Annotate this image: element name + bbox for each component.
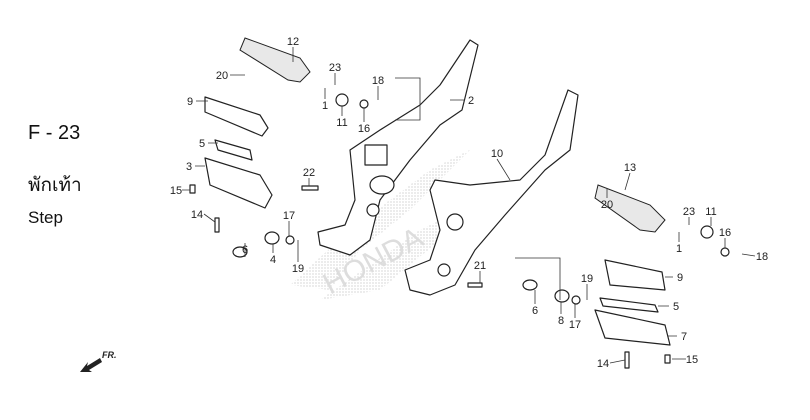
- callout: 8: [558, 315, 564, 327]
- part-right-plate-11: [700, 225, 714, 239]
- part-right-rubber: [604, 259, 666, 291]
- part-left-pin-6: [232, 246, 248, 258]
- part-right-pin-6: [522, 279, 538, 291]
- callout: 15: [686, 354, 698, 366]
- callout: 10: [491, 148, 503, 160]
- callout: 6: [242, 244, 248, 256]
- part-right-bolt-14: [624, 351, 630, 369]
- callout: 4: [270, 254, 276, 266]
- callout: 1: [322, 100, 328, 112]
- callout: 23: [329, 62, 341, 74]
- part-left-bracket: [317, 39, 479, 256]
- callout: 14: [191, 209, 203, 221]
- part-left-bolt-14: [214, 217, 220, 233]
- callout-labels: 12 20 23 1 18 2 9 11 16 5 3 22 15 10 13 …: [170, 36, 768, 370]
- part-left-holder: [204, 157, 273, 209]
- callout: 17: [283, 210, 295, 222]
- callout: 20: [216, 70, 228, 82]
- section-title-thai: พักเท้า: [28, 175, 82, 196]
- callout: 22: [303, 167, 315, 179]
- part-right-holder: [594, 309, 671, 346]
- part-right-bolt-15: [664, 354, 671, 364]
- callout: 16: [358, 123, 370, 135]
- callout: 18: [756, 251, 768, 263]
- callout: 19: [292, 263, 304, 275]
- section-code: F - 23: [28, 122, 81, 144]
- part-bolt-22: [301, 185, 319, 191]
- callout: 16: [719, 227, 731, 239]
- callout: 19: [581, 273, 593, 285]
- part-right-washer-17: [571, 295, 581, 305]
- part-bolt-21: [467, 282, 483, 288]
- leader-lines: [182, 47, 756, 364]
- callout: 9: [187, 96, 193, 108]
- part-right-plate: [599, 297, 659, 313]
- callout: 13: [624, 162, 636, 174]
- callout: 17: [569, 319, 581, 331]
- front-direction-label: FR.: [102, 350, 117, 360]
- callout: 18: [372, 75, 384, 87]
- callout: 5: [199, 138, 205, 150]
- front-direction-arrow-icon: FR.: [80, 350, 117, 372]
- callout: 5: [673, 301, 679, 313]
- callout: 7: [681, 331, 687, 343]
- part-right-spring-8: [554, 289, 570, 303]
- callout: 6: [532, 305, 538, 317]
- honda-wing-watermark: [290, 150, 500, 300]
- callout: 12: [287, 36, 299, 48]
- part-right-bracket: [404, 89, 579, 296]
- part-left-washer-17: [285, 235, 295, 245]
- part-left-plate: [214, 139, 253, 161]
- section-title-en: Step: [28, 208, 63, 227]
- callout: 3: [186, 161, 192, 173]
- part-left-footpeg: [239, 37, 311, 83]
- callout: 1: [676, 243, 682, 255]
- callout: 15: [170, 185, 182, 197]
- callout: 2: [468, 95, 474, 107]
- part-left-plate-11: [335, 93, 349, 107]
- part-left-washer-16: [359, 99, 369, 109]
- part-right-footpeg: [594, 184, 666, 233]
- part-left-rubber: [204, 96, 269, 137]
- callout: 14: [597, 358, 609, 370]
- callout: 21: [474, 260, 486, 272]
- part-left-spring-4: [264, 231, 280, 245]
- part-right-washer-16: [720, 247, 730, 257]
- part-left-bolt-15: [189, 184, 196, 194]
- callout: 23: [683, 206, 695, 218]
- callout: 9: [677, 272, 683, 284]
- callout: 11: [336, 117, 347, 129]
- callout: 11: [705, 206, 716, 218]
- callout: 20: [601, 199, 613, 211]
